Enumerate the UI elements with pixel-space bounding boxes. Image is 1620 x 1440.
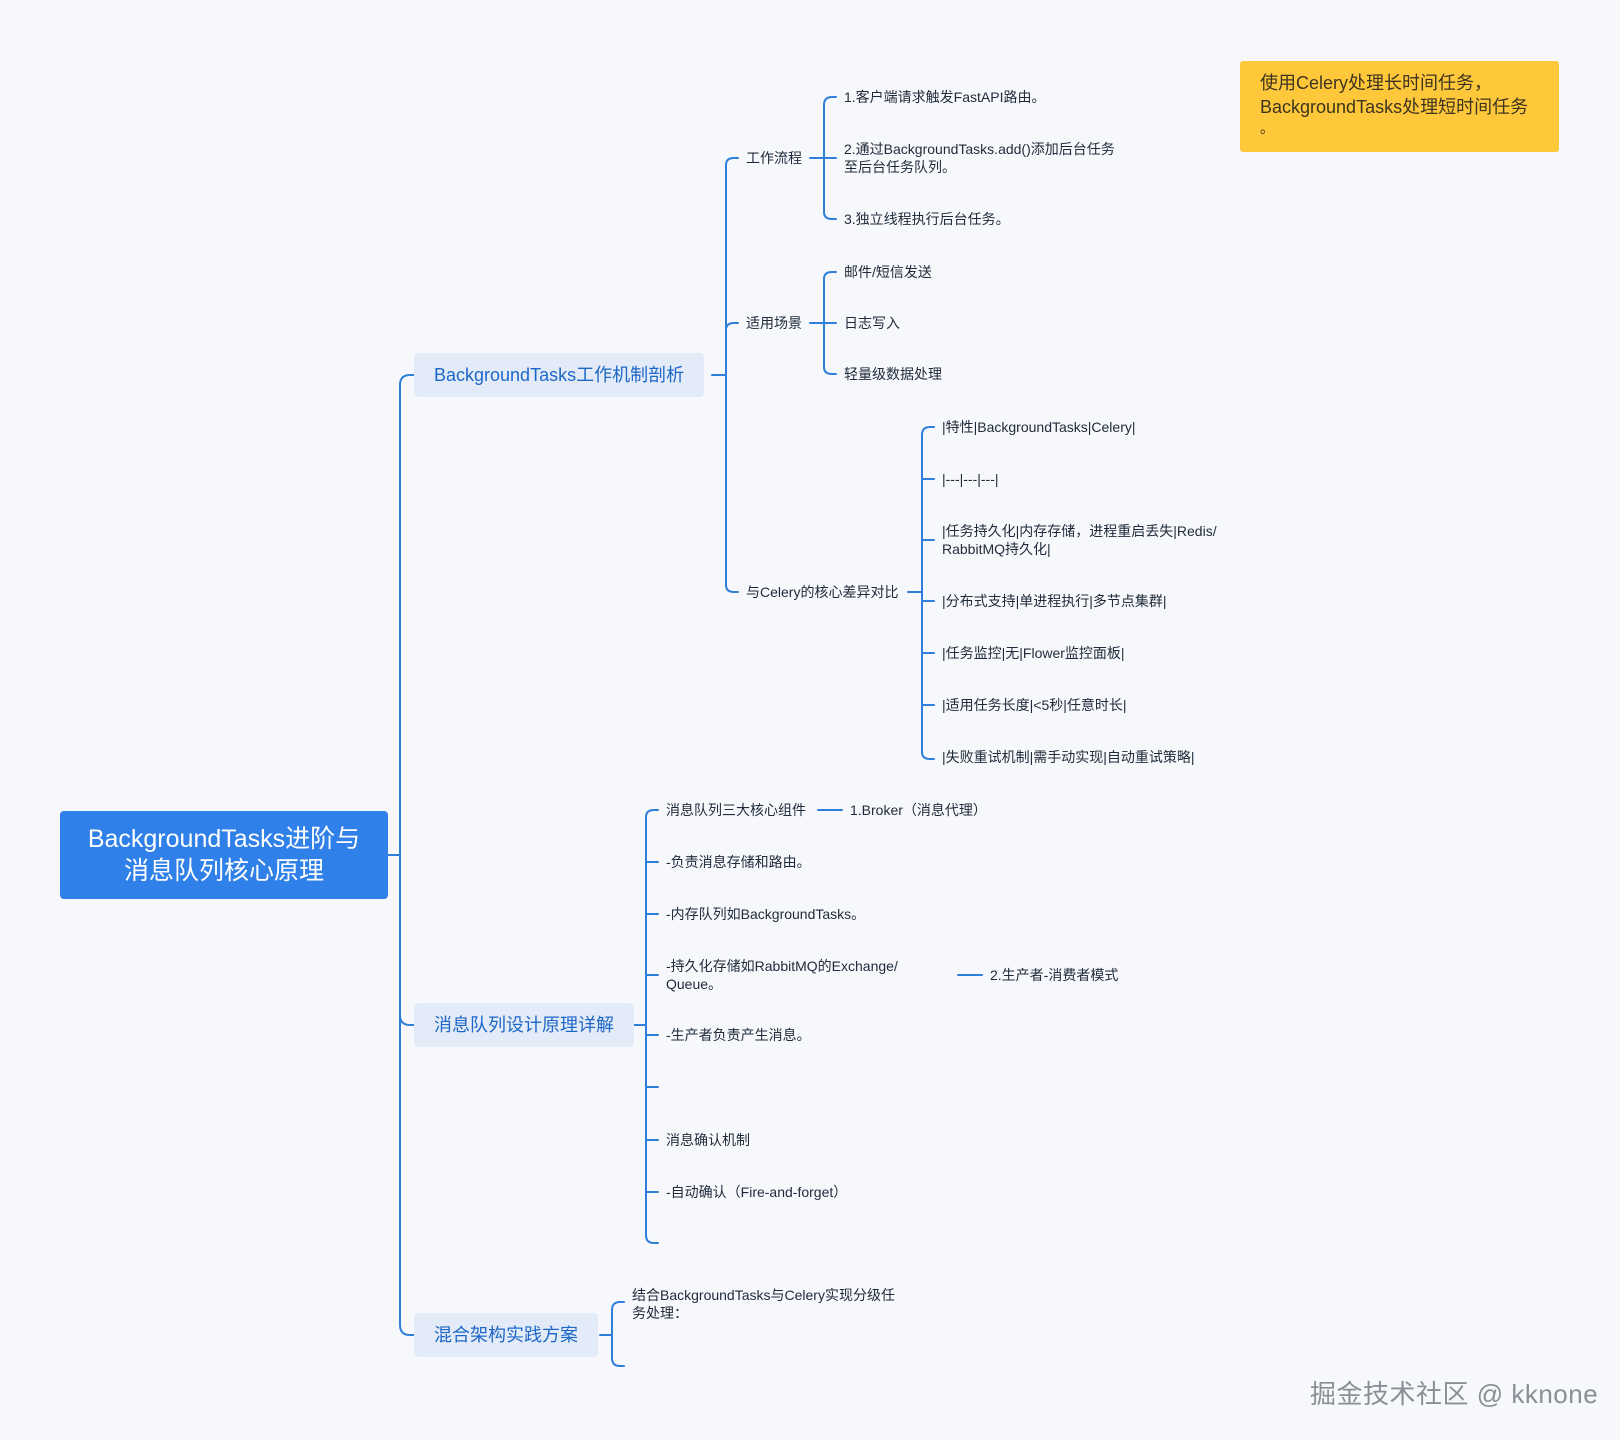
compare-row-4[interactable]: |分布式支持|单进程执行|多节点集群|: [942, 593, 1167, 609]
watermark: 掘金技术社区 @ kknone: [1310, 1379, 1599, 1409]
mq-broker[interactable]: 1.Broker（消息代理）: [850, 802, 987, 818]
note-callout[interactable]: 使用Celery处理长时间任务， BackgroundTasks处理短时间任务 …: [1240, 61, 1559, 152]
branch1-node[interactable]: BackgroundTasks工作机制剖析: [414, 353, 705, 397]
mq-item-persistent-storage-line1: -持久化存储如RabbitMQ的Exchange/: [666, 958, 898, 974]
branch2-node[interactable]: 消息队列设计原理详解: [414, 1003, 634, 1047]
compare-row-6[interactable]: |适用任务长度|<5秒|任意时长|: [942, 697, 1127, 713]
scenario-item-3[interactable]: 轻量级数据处理: [844, 366, 942, 382]
mq-item-persistent-storage-line2: Queue。: [666, 976, 723, 992]
branch3-item1-link: [611, 1301, 625, 1311]
mq-item-ack[interactable]: 消息确认机制: [666, 1132, 750, 1148]
workflow-step-1[interactable]: 1.客户端请求触发FastAPI路由。: [844, 89, 1046, 105]
root-branch2-link: [399, 1014, 415, 1026]
mq-item-persistent-storage[interactable]: -持久化存储如RabbitMQ的Exchange/ Queue。: [666, 957, 898, 993]
root-branch1-link: [399, 374, 415, 386]
hybrid-description-line1: 结合BackgroundTasks与Celery实现分级任: [632, 1287, 895, 1303]
mq-item-storage-routing[interactable]: -负责消息存储和路由。: [666, 854, 811, 870]
compare-row-1[interactable]: |特性|BackgroundTasks|Celery|: [942, 419, 1136, 435]
note-line2: BackgroundTasks处理短时间任务: [1260, 97, 1529, 117]
compare-node[interactable]: 与Celery的核心差异对比: [746, 584, 899, 600]
scenarios-item1-link: [823, 271, 837, 280]
workflow-step-2-line2: 至后台任务队列。: [844, 159, 956, 175]
branch3-item2-link: [611, 1357, 625, 1367]
workflow-step-2-line1: 2.通过BackgroundTasks.add()添加后台任务: [844, 141, 1115, 157]
mq-item-auto-ack[interactable]: -自动确认（Fire-and-forget）: [666, 1184, 848, 1200]
workflow-item1-link: [823, 96, 837, 106]
branch3-node[interactable]: 混合架构实践方案: [414, 1313, 598, 1357]
scenario-item-2[interactable]: 日志写入: [844, 315, 900, 331]
branch1-scenarios-link: [725, 322, 739, 331]
mq-producer-consumer[interactable]: 2.生产者-消费者模式: [990, 967, 1119, 983]
mq-core-components[interactable]: 消息队列三大核心组件: [666, 802, 806, 818]
compare-item7-link: [921, 751, 935, 760]
branch1-compare-link: [725, 584, 739, 593]
mq-item-memory-queue[interactable]: -内存队列如BackgroundTasks。: [666, 906, 866, 922]
compare-row-5[interactable]: |任务监控|无|Flower监控面板|: [942, 645, 1125, 661]
root-node[interactable]: BackgroundTasks进阶与 消息队列核心原理: [60, 811, 388, 899]
root-title-line2: 消息队列核心原理: [123, 857, 324, 885]
compare-item1-link: [921, 426, 935, 436]
root-branch3-link: [399, 1324, 415, 1336]
compare-row-3-line2: RabbitMQ持久化|: [942, 541, 1051, 557]
hybrid-description-line2: 务处理：: [632, 1305, 688, 1321]
branch1-workflow-link: [725, 157, 739, 166]
workflow-step-2[interactable]: 2.通过BackgroundTasks.add()添加后台任务 至后台任务队列。: [844, 140, 1115, 176]
root-title-line1: BackgroundTasks进阶与: [87, 825, 361, 853]
compare-row-2[interactable]: |---|---|---|: [942, 471, 999, 487]
mq-item-producer[interactable]: -生产者负责产生消息。: [666, 1027, 811, 1043]
branch2-item9-link: [645, 1234, 659, 1244]
compare-row-7[interactable]: |失败重试机制|需手动实现|自动重试策略|: [942, 749, 1195, 765]
note-line1: 使用Celery处理长时间任务，: [1260, 73, 1493, 93]
compare-row-3-line1: |任务持久化|内存存储，进程重启丢失|Redis/: [942, 523, 1217, 539]
workflow-step-3[interactable]: 3.独立线程执行后台任务。: [844, 211, 1010, 227]
scenario-item-1[interactable]: 邮件/短信发送: [844, 264, 932, 280]
hybrid-description[interactable]: 结合BackgroundTasks与Celery实现分级任 务处理：: [632, 1286, 895, 1322]
note-line3: 。: [1260, 120, 1274, 136]
compare-row-3[interactable]: |任务持久化|内存存储，进程重启丢失|Redis/ RabbitMQ持久化|: [942, 522, 1217, 558]
branch2-item1-link: [645, 809, 659, 818]
scenarios-node[interactable]: 适用场景: [746, 315, 802, 331]
scenarios-item3-link: [823, 366, 837, 375]
workflow-node[interactable]: 工作流程: [746, 150, 802, 166]
workflow-item3-link: [823, 211, 837, 220]
